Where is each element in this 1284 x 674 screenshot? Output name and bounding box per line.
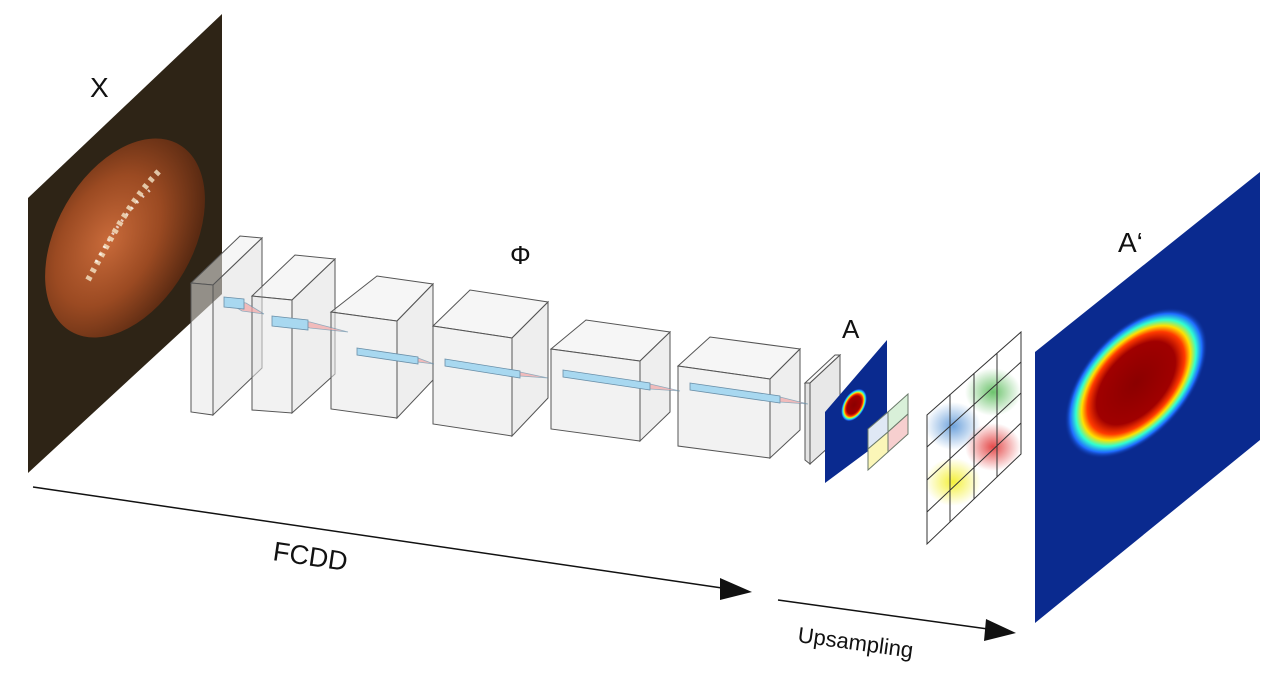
conv-block-2 — [250, 254, 337, 415]
hazelnut-photo-icon — [45, 138, 205, 338]
conv-block-1 — [189, 235, 264, 417]
fcdd-arrow — [32, 486, 752, 600]
heatmap-low-label: A — [842, 314, 860, 344]
input-label: X — [90, 72, 109, 103]
conv-block-4 — [431, 289, 550, 438]
input-image — [28, 14, 222, 473]
arrowhead-icon — [720, 578, 752, 600]
heatmap-full-label: A‘ — [1118, 227, 1143, 258]
upsampling-kernel-large — [926, 330, 1022, 546]
upsampling-label: Upsampling — [796, 622, 914, 663]
conv-block-3 — [329, 275, 435, 420]
upsampling-kernel-small — [867, 392, 909, 472]
network-phi — [189, 235, 842, 466]
network-label: Φ — [510, 240, 531, 270]
upsampling-arrow — [777, 599, 1016, 641]
arrowhead-icon — [984, 619, 1016, 641]
heatmap-full-res — [1035, 172, 1260, 623]
fcdd-label: FCDD — [271, 536, 350, 577]
conv-kernels — [223, 296, 809, 405]
